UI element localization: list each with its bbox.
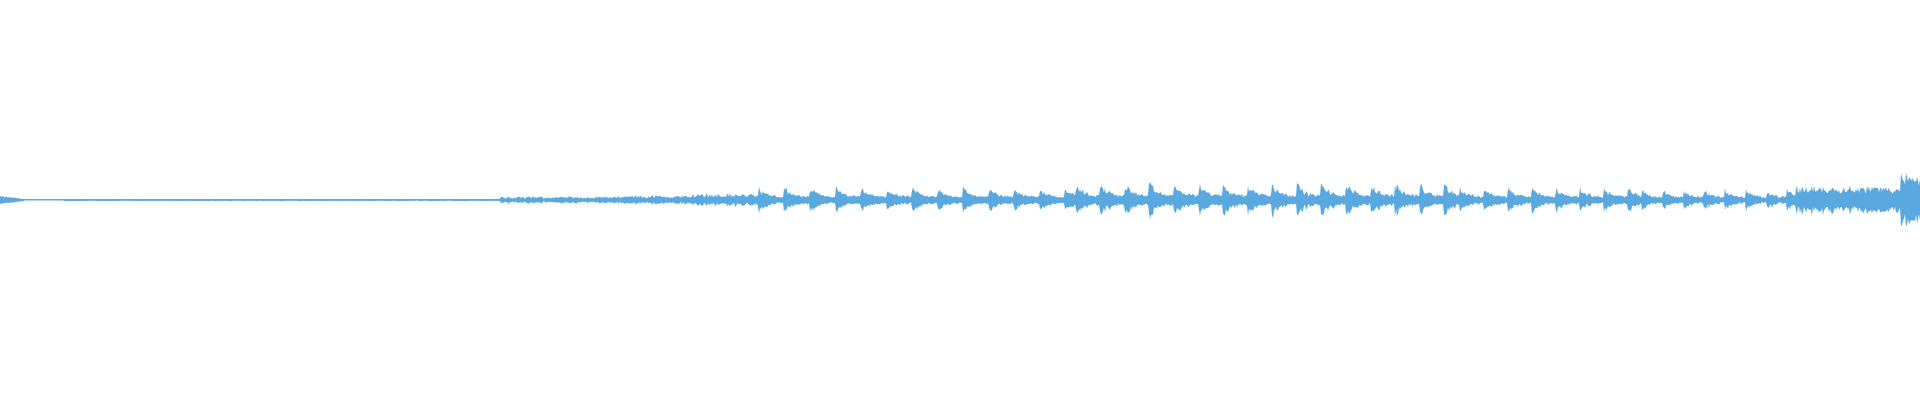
waveform-display — [0, 173, 1920, 227]
audio-waveform — [0, 173, 1920, 227]
